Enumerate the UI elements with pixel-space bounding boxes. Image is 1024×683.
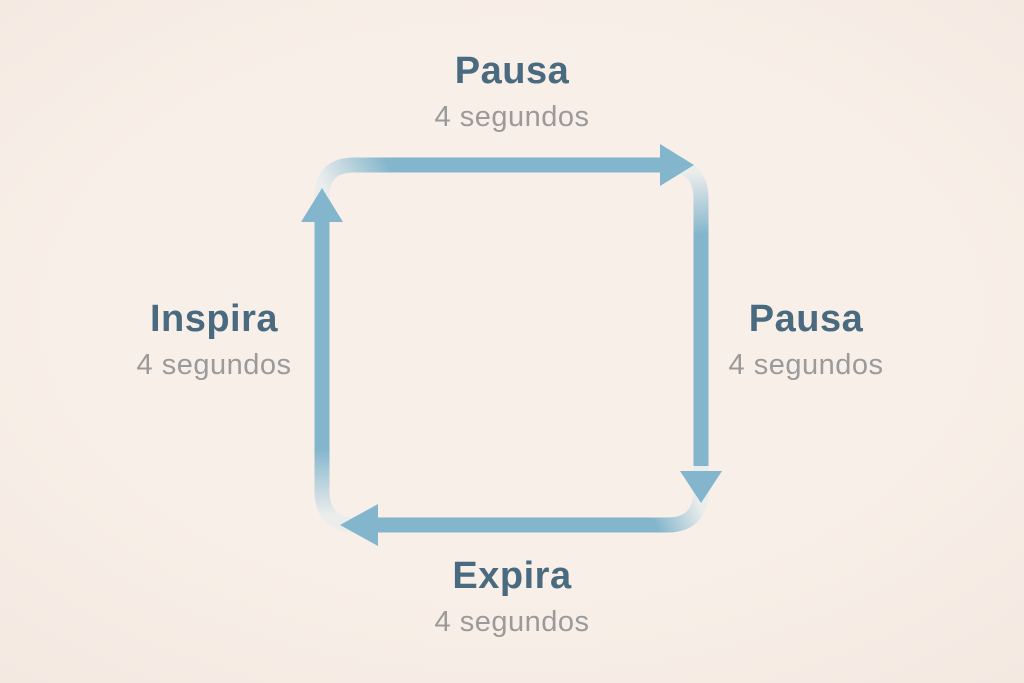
arrow-side-top xyxy=(314,157,660,224)
step-top: Pausa 4 segundos xyxy=(435,48,590,136)
arrow-side-bottom xyxy=(378,466,709,533)
step-left-duration: 4 segundos xyxy=(136,349,292,381)
step-right: Pausa 4 segundos xyxy=(729,296,884,384)
step-left: Inspira 4 segundos xyxy=(137,296,292,384)
step-top-label: Pausa xyxy=(454,50,570,92)
arrowhead-up-icon xyxy=(301,188,343,222)
step-right-duration: 4 segundos xyxy=(728,349,884,381)
arrowhead-right-icon xyxy=(660,144,694,186)
step-bottom: Expira 4 segundos xyxy=(435,553,590,641)
arrowhead-down-icon xyxy=(680,471,722,503)
step-bottom-label: Expira xyxy=(452,555,572,597)
step-left-label: Inspira xyxy=(149,298,279,340)
step-right-label: Pausa xyxy=(748,298,864,340)
step-top-duration: 4 segundos xyxy=(434,101,590,133)
arrow-side-right xyxy=(666,157,709,471)
arrowhead-left-icon xyxy=(340,504,378,546)
step-bottom-duration: 4 segundos xyxy=(434,606,590,638)
arrow-side-left xyxy=(314,222,358,533)
